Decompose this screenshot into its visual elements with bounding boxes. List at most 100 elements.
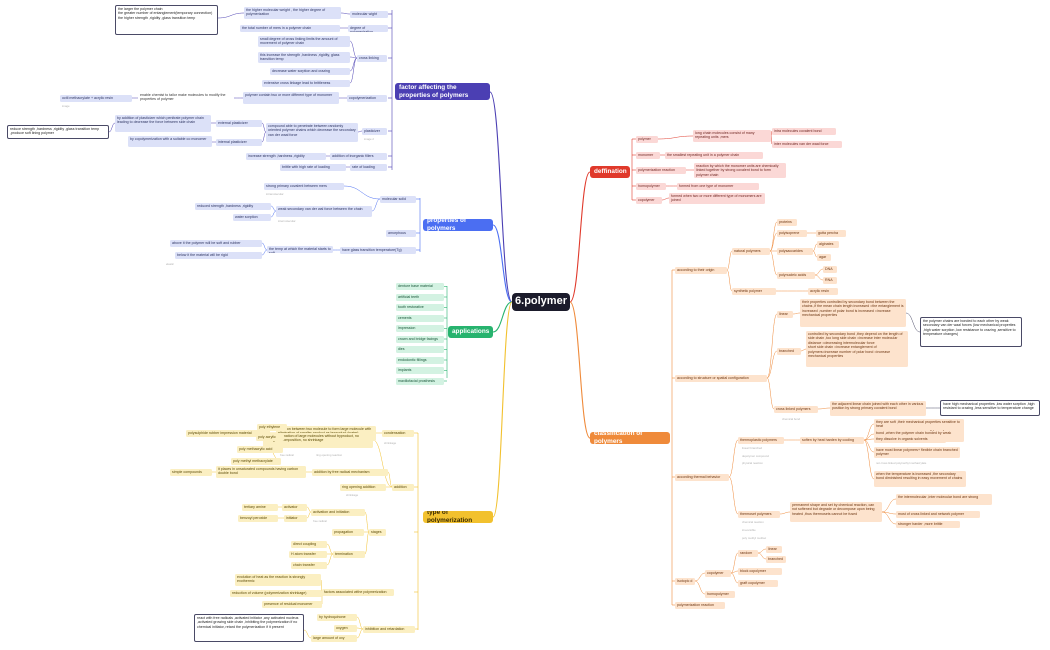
node-plasticizer-note[interactable]: compound able to penetrate between rando…	[266, 123, 358, 142]
node-dna[interactable]: DNA	[823, 266, 837, 273]
node-natural[interactable]: natural polymers	[732, 248, 770, 255]
node-block[interactable]: block copolymer	[738, 568, 782, 575]
node-thermoplastic-note[interactable]: soften by heat harden by cooling	[800, 437, 864, 444]
node-thermal[interactable]: according thermal behavior	[675, 474, 729, 481]
node-condensation-gray[interactable]: shrinkage	[384, 441, 397, 445]
node-tg-above[interactable]: above it the polymer will be soft and ru…	[170, 240, 262, 247]
node-isotopic[interactable]: Isotopic d	[675, 578, 695, 585]
node-cross-linking[interactable]: cross linking	[357, 55, 387, 62]
node-application-4[interactable]: cements	[396, 314, 444, 322]
node-branched[interactable]: branched	[777, 348, 801, 355]
node-graft[interactable]: graft copolymer	[738, 580, 778, 587]
node-cross-box[interactable]: have high mechanical properties ,low wat…	[940, 400, 1040, 416]
node-synthetic[interactable]: synthetic polymer	[732, 288, 776, 295]
node-ms-note-2[interactable]: weak secondary van der wal force between…	[276, 206, 372, 217]
node-addition-example-1[interactable]: poly ethylene	[257, 424, 287, 431]
node-molecular-solid[interactable]: molecular solid	[380, 196, 416, 203]
node-polyisoprene[interactable]: polyisoprene	[777, 230, 807, 237]
node-degree-of-polymerization[interactable]: degree of polymerization	[348, 25, 388, 32]
node-activation[interactable]: activation and initiation	[311, 509, 365, 516]
node-mw-box[interactable]: the larger the polymer chain the greater…	[115, 5, 218, 35]
node-factors-polymerization[interactable]: factors associated withe polymerization	[322, 589, 394, 596]
node-thermoplastic-gray-4[interactable]: not cross linked polymethyl methacrylate	[876, 461, 927, 465]
node-thermoset-gray-1[interactable]: chemical reaction	[742, 520, 764, 524]
node-glass-transition[interactable]: have glass transition temperature(Tg)	[340, 247, 416, 254]
node-thermoplastic-n5[interactable]: when the temperature is increased ,the s…	[874, 471, 966, 487]
node-termination-3[interactable]: chain transfer	[291, 562, 327, 569]
node-external-plasticizer[interactable]: external plasticizer	[216, 120, 262, 127]
branch-properties[interactable]: properties of polymers	[423, 219, 493, 231]
node-rna[interactable]: RNA	[823, 277, 837, 284]
node-simple-compounds[interactable]: simple compounds	[170, 469, 212, 476]
node-random-linear[interactable]: linear	[766, 546, 782, 553]
branch-classification[interactable]: classification of polymers	[590, 432, 670, 444]
node-factor-3[interactable]: presence of residual monomer	[262, 601, 322, 608]
node-random[interactable]: random	[738, 550, 758, 557]
node-polymerization-reaction[interactable]: polymerization reaction	[636, 167, 686, 174]
node-homopolymer[interactable]: homopolymer	[636, 183, 666, 190]
node-application-6[interactable]: crown and bridge facings	[396, 335, 444, 343]
node-copolymer-class[interactable]: copolymer	[705, 570, 731, 577]
node-thermoplastic-n4[interactable]: have most linear polymers+ flexible chai…	[874, 447, 960, 458]
node-origin[interactable]: according to their origin	[675, 267, 727, 274]
node-branched-note[interactable]: controlled by secondary bond ,they depen…	[806, 331, 908, 367]
node-thermoset-note[interactable]: permanent shape and set by chemical reac…	[790, 502, 882, 522]
node-ring-opening[interactable]: ring opening addition	[340, 484, 386, 491]
node-cl-note-3[interactable]: decrease water sorption and crazing	[270, 68, 350, 75]
branch-factors[interactable]: factor affecting the properties of polym…	[395, 83, 490, 100]
node-structure[interactable]: according to structure or spatial config…	[675, 375, 767, 382]
node-loading-note[interactable]: brittle with high rate of loading	[280, 164, 346, 171]
node-inter[interactable]: inter molecules van der waal force	[772, 141, 842, 148]
node-polymer[interactable]: polymer	[636, 136, 658, 143]
node-ms-note-3[interactable]: reduced strength ,hardness ,rigidity	[195, 203, 271, 210]
node-copo-gray[interactable]: image	[62, 104, 70, 108]
node-tg-below[interactable]: below it the material will be rigid	[175, 252, 262, 259]
node-copo-note[interactable]: polymer contain two or more different ty…	[243, 92, 339, 104]
node-addition-example-3[interactable]: poly methacrylic acid	[237, 446, 283, 453]
node-factor-2[interactable]: reduction of volume (polymerization shri…	[230, 590, 322, 597]
node-fillers-note[interactable]: increase strength ,hardness ,rigidity	[246, 153, 326, 160]
node-copolymer[interactable]: copolymer	[636, 197, 662, 204]
branch-definition[interactable]: deffination	[590, 166, 630, 178]
node-polymer-note[interactable]: long chain molecules consist of many rep…	[693, 130, 771, 142]
node-application-7[interactable]: dies	[396, 346, 444, 353]
node-polymerization-reaction-class[interactable]: polymerization reaction	[675, 602, 725, 609]
node-ms-note-1[interactable]: strong primary covalent between mers	[264, 183, 344, 190]
node-thermoset-n1[interactable]: the intermolecular ,inter molecular bond…	[896, 494, 992, 505]
node-ms-gray-1[interactable]: intramolecular	[266, 192, 284, 196]
node-random-branched[interactable]: branched	[766, 556, 786, 563]
node-addition-gray-2[interactable]: ring opening reaction	[316, 453, 343, 457]
node-cross-gray[interactable]: chemical bond	[782, 417, 801, 421]
node-inhibition[interactable]: inhibition and retardation	[363, 626, 415, 633]
node-application-2[interactable]: artificial teeth	[396, 293, 444, 301]
node-tg-gray[interactable]: elastic	[166, 262, 174, 266]
node-stages[interactable]: stages	[369, 529, 386, 536]
node-condensation-example[interactable]: polysulphide rubber impression material	[186, 430, 270, 437]
node-amorphous[interactable]: amorphous	[386, 230, 416, 237]
node-internal-note[interactable]: by copolymerization with a suitable co m…	[128, 136, 212, 147]
node-linear-box[interactable]: the polymer chains are bonded to each ot…	[920, 317, 1022, 347]
node-tertiary-amine[interactable]: tertiary amine	[242, 504, 278, 511]
node-cl-note-2[interactable]: this increase the strength ,hardness ,ri…	[258, 52, 350, 63]
node-thermoplastic[interactable]: thermoplastic polymers	[738, 437, 784, 444]
node-propagation[interactable]: propagation	[332, 529, 364, 536]
node-alginates[interactable]: alginates	[817, 241, 839, 248]
node-polymerization-note[interactable]: reaction by which the monomer units are …	[694, 163, 786, 178]
node-thermoplastic-gray-1[interactable]: linear/ branched	[742, 446, 763, 450]
node-proteins[interactable]: proteins	[777, 219, 797, 226]
node-activation-gray[interactable]: free radical	[313, 519, 327, 523]
node-cl-note-4[interactable]: extensive cross linkage lead to brittlen…	[262, 80, 350, 87]
node-addition-example-2[interactable]: poly acrylic	[256, 434, 284, 441]
node-nucleic[interactable]: polynucleic acids	[777, 272, 815, 279]
node-external-box[interactable]: reduce strength ,hardness ,rigidity ,gla…	[7, 125, 109, 139]
node-activator[interactable]: activator	[282, 504, 307, 511]
node-free-radical[interactable]: addition by free radical mechanism	[312, 469, 388, 476]
node-thermoset-n2[interactable]: most of cross linked and network polymer	[896, 511, 980, 518]
node-initiator[interactable]: initiator	[284, 515, 307, 522]
node-cross-note[interactable]: the adjacent linear chain joined with ea…	[830, 401, 926, 416]
node-plasticizer-gray[interactable]: image 2	[364, 137, 374, 141]
node-inhibition-box[interactable]: react with free radicals ,activated init…	[194, 614, 304, 642]
node-termination-2[interactable]: H atom transfer	[289, 551, 327, 558]
node-polysaccharides[interactable]: polysaccarides	[777, 248, 813, 255]
node-termination[interactable]: termination	[333, 551, 365, 558]
